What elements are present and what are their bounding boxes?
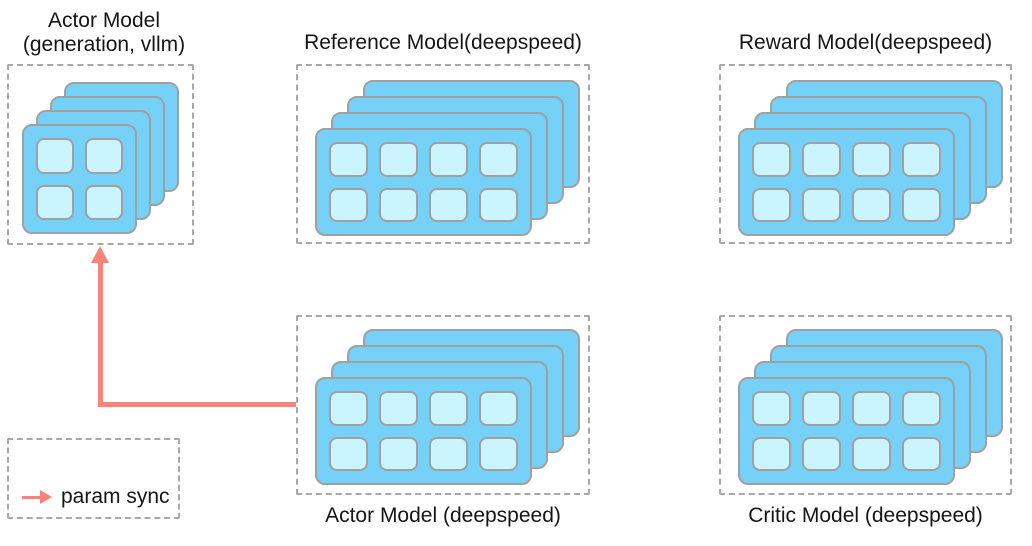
gpu-cell <box>802 142 841 177</box>
reference-model-title-text: Reference Model(deepspeed) <box>304 31 582 54</box>
gpu-cell <box>379 436 418 471</box>
gpu-cell <box>752 436 791 471</box>
gpu-cell <box>479 436 518 471</box>
reward-model-box <box>719 64 1012 244</box>
gpu-card <box>315 128 532 236</box>
critic-model-box <box>719 315 1012 495</box>
param-sync-arrow-vertical-segment <box>98 261 103 406</box>
gpu-cell <box>36 184 74 220</box>
gpu-cell <box>902 142 941 177</box>
gpu-cell <box>329 436 368 471</box>
right-arrow-icon <box>22 490 52 504</box>
gpu-cell <box>379 391 418 426</box>
actor-generation-box <box>7 64 194 245</box>
gpu-cell <box>852 142 891 177</box>
legend-box: param sync <box>7 438 180 519</box>
legend-entry-param-sync: param sync <box>22 485 170 509</box>
gpu-cell <box>329 391 368 426</box>
param-sync-arrow-horizontal-segment <box>98 402 296 407</box>
actor-deepspeed-title-text: Actor Model (deepspeed) <box>325 504 561 527</box>
reward-model-gpu-stack <box>738 80 1003 236</box>
critic-model-gpu-stack <box>738 329 1003 485</box>
critic-model-title: Critic Model (deepspeed) <box>719 504 1012 528</box>
reference-model-box <box>296 64 590 244</box>
legend-arrowhead <box>40 490 52 504</box>
gpu-cell <box>852 187 891 222</box>
gpu-cell <box>752 391 791 426</box>
gpu-cell <box>429 436 468 471</box>
gpu-cell <box>752 142 791 177</box>
gpu-cell <box>802 187 841 222</box>
actor-generation-title-line2: (generation, vllm) <box>22 33 186 56</box>
gpu-cell <box>902 391 941 426</box>
actor-generation-title-line1: Actor Model <box>47 9 161 32</box>
gpu-cell <box>802 436 841 471</box>
gpu-cell <box>429 391 468 426</box>
reference-model-gpu-stack <box>315 80 580 236</box>
gpu-cell <box>479 391 518 426</box>
gpu-cell <box>852 436 891 471</box>
legend-label: param sync <box>61 485 170 508</box>
gpu-cell <box>36 138 74 174</box>
gpu-card <box>315 377 532 485</box>
actor-generation-gpu-stack <box>22 82 179 234</box>
gpu-card <box>738 377 955 485</box>
actor-generation-title: Actor Model (generation, vllm) <box>7 9 201 57</box>
gpu-cell <box>85 184 123 220</box>
reference-model-title: Reference Model(deepspeed) <box>296 31 590 55</box>
reward-model-title-text: Reward Model(deepspeed) <box>738 31 993 54</box>
reward-model-title: Reward Model(deepspeed) <box>719 31 1012 55</box>
gpu-cell <box>902 436 941 471</box>
gpu-cell <box>852 391 891 426</box>
gpu-cell <box>379 187 418 222</box>
gpu-cell <box>479 187 518 222</box>
legend-arrow-line <box>22 495 49 499</box>
gpu-card <box>22 124 137 234</box>
gpu-cell <box>752 187 791 222</box>
actor-deepspeed-gpu-stack <box>315 329 580 485</box>
gpu-cell <box>85 138 123 174</box>
gpu-cell <box>329 187 368 222</box>
gpu-cell <box>902 187 941 222</box>
gpu-cell <box>329 142 368 177</box>
critic-model-title-text: Critic Model (deepspeed) <box>748 504 983 527</box>
gpu-cell <box>429 187 468 222</box>
actor-deepspeed-title: Actor Model (deepspeed) <box>296 504 590 528</box>
actor-deepspeed-box <box>296 315 590 495</box>
gpu-card <box>738 128 955 236</box>
gpu-cell <box>802 391 841 426</box>
gpu-cell <box>379 142 418 177</box>
gpu-cell <box>479 142 518 177</box>
gpu-cell <box>429 142 468 177</box>
param-sync-arrowhead-icon <box>91 246 109 263</box>
